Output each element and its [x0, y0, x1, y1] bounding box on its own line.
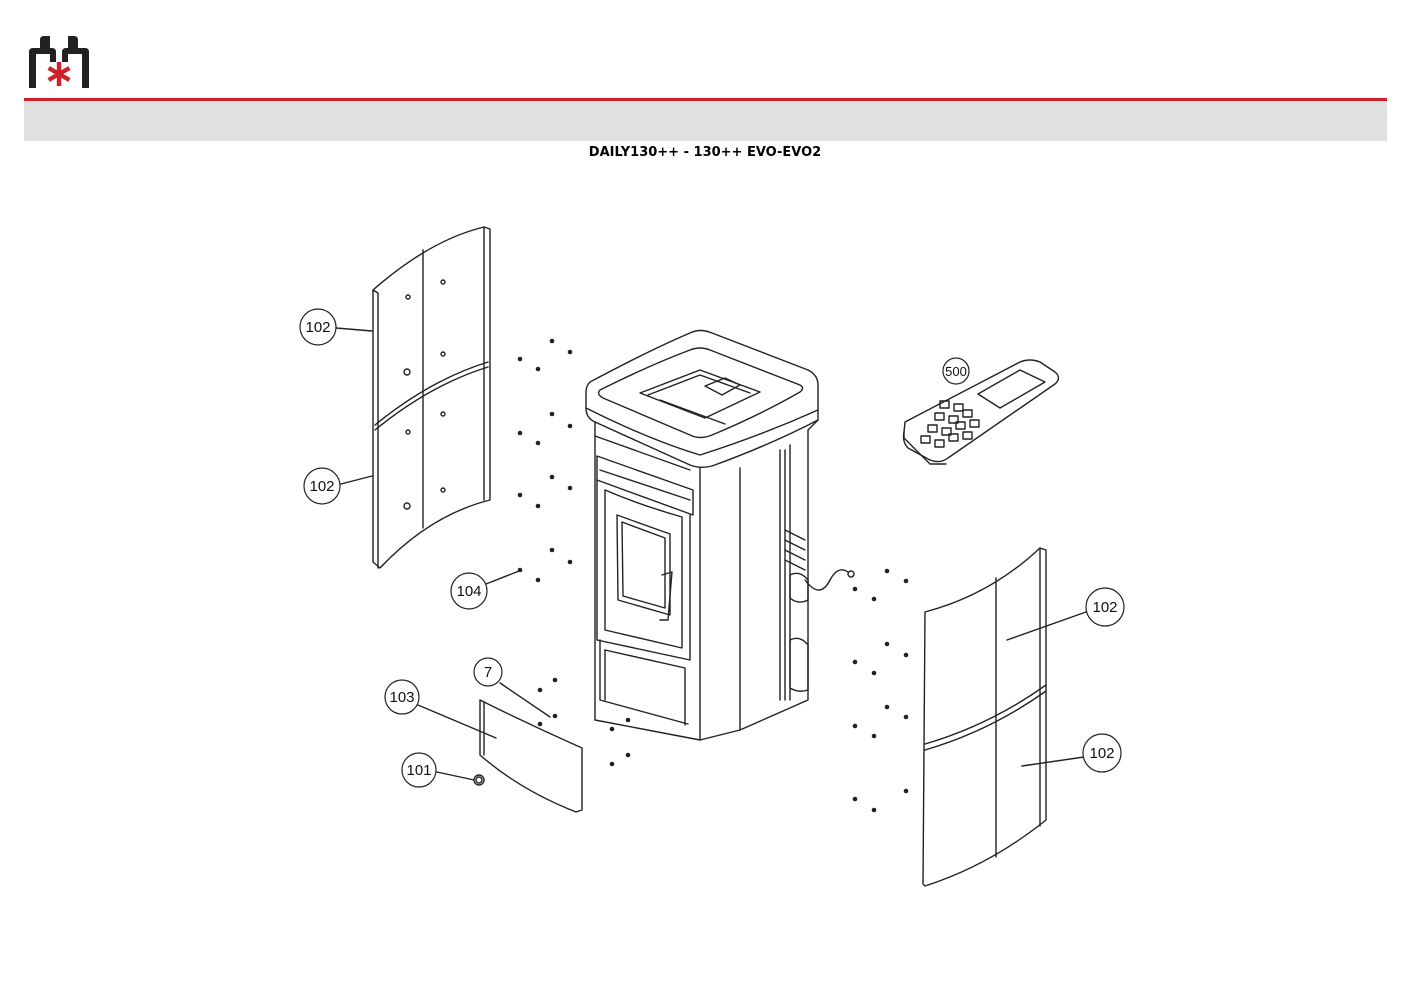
callout-102-lower-right: 102 — [1089, 745, 1114, 762]
callout-102-lower-left: 102 — [309, 478, 334, 495]
callout-102-lower-left-circle — [303, 467, 341, 505]
callout-101-circle — [401, 752, 437, 788]
front-cover-panel — [473, 699, 583, 813]
page-title: DAILY130++ - 130++ EVO-EVO2 — [588, 145, 822, 160]
callout-102-upper-left: 102 — [305, 319, 330, 336]
callout-500-circle — [942, 357, 970, 385]
callout-104-circle — [450, 572, 488, 610]
right-side-panel — [922, 547, 1047, 887]
callout-102-upper-right: 102 — [1092, 599, 1117, 616]
stove-body — [585, 329, 855, 741]
fastener-dots — [517, 338, 909, 813]
callout-500: 500 — [945, 364, 967, 379]
header-red-rule — [24, 98, 1387, 101]
brand-logo-icon — [29, 36, 89, 88]
callout-103-circle — [384, 679, 420, 715]
callout-101: 101 — [406, 762, 431, 779]
callout-104: 104 — [456, 583, 481, 600]
callout-102-upper-right-circle — [1085, 587, 1125, 627]
header-gray-band — [24, 101, 1387, 141]
remote-control — [902, 359, 1060, 465]
callout-102-lower-right-circle — [1082, 733, 1122, 773]
left-side-panel — [372, 226, 491, 569]
callout-7-circle — [473, 657, 503, 687]
callout-7: 7 — [484, 664, 492, 681]
callout-103: 103 — [389, 689, 414, 706]
callout-102-upper-left-circle — [299, 308, 337, 346]
